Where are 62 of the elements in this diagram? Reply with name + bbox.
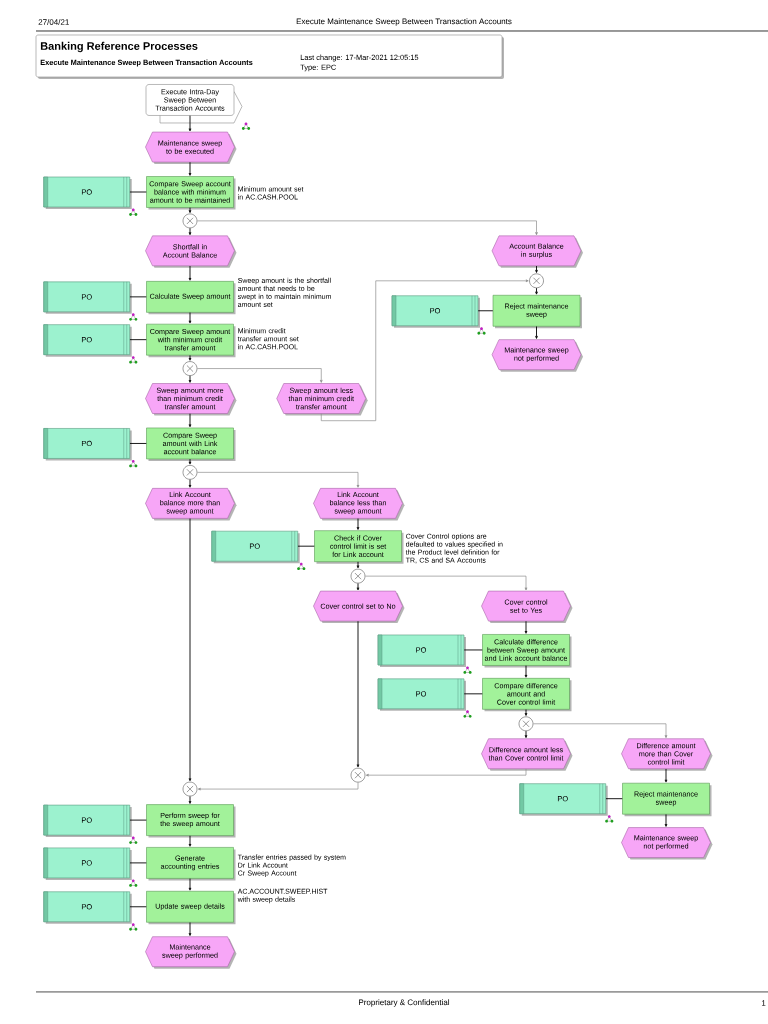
arrow: [197, 368, 323, 383]
xor-connector: [350, 568, 366, 584]
xor-connector: [182, 213, 198, 229]
connector-line: [129, 339, 147, 341]
arrow: [188, 458, 192, 465]
arrow: [188, 354, 192, 361]
arrow: [535, 287, 538, 295]
arrow: [365, 768, 527, 777]
xor-connector: [350, 767, 366, 783]
arrow: [356, 518, 360, 530]
arrow: [664, 813, 668, 827]
arrow: [188, 227, 192, 236]
arrow: [188, 413, 192, 428]
arrow: [188, 161, 192, 176]
arrow: [356, 620, 360, 768]
footer-text: Proprietary & Confidential: [359, 999, 450, 1007]
arrow: [533, 723, 668, 738]
title-text: Banking Reference Processes: [40, 41, 198, 53]
arrow: [664, 768, 668, 783]
arrow: [524, 665, 528, 678]
arrow: [197, 472, 360, 488]
arrow: [365, 575, 528, 591]
arrow: [535, 265, 538, 273]
connector-line: [297, 545, 315, 547]
arrow: [188, 795, 192, 804]
arrow: [356, 561, 360, 569]
page-heading: Execute Maintenance Sweep Between Transaction Accounts: [296, 18, 512, 26]
connector-line: [129, 862, 147, 864]
connector-line: [129, 819, 147, 821]
arrow: [188, 878, 192, 891]
arrow: [524, 620, 528, 634]
connector-line: [463, 649, 483, 651]
xor-connector: [182, 465, 198, 480]
arrow: [188, 835, 192, 847]
arrow: [188, 922, 192, 936]
connector-line: [129, 443, 147, 444]
arrow: [197, 782, 359, 791]
arrow: [188, 265, 192, 281]
xor-connector: [182, 361, 198, 376]
arrow: [524, 709, 528, 716]
arrow: [197, 220, 538, 236]
xor-connector: [518, 716, 534, 732]
arrow: [188, 375, 192, 383]
date-text: 27/04/21: [38, 19, 69, 25]
arrow: [188, 518, 192, 782]
xor-connector: [529, 273, 544, 289]
page-number: 1: [761, 1000, 766, 1006]
arrow: [188, 115, 192, 132]
arrow: [356, 583, 360, 591]
connector-line: [129, 191, 147, 193]
connector-line: [605, 798, 623, 800]
arrow: [188, 479, 192, 488]
connector-line: [463, 693, 483, 695]
arrow: [535, 326, 538, 339]
arrow: [320, 279, 529, 422]
arrow: [188, 207, 192, 213]
connector-line: [129, 296, 147, 298]
xor-connector: [182, 781, 198, 797]
arrow: [188, 312, 192, 324]
arrow: [524, 730, 528, 738]
connector-line: [129, 906, 147, 908]
connector-line: [477, 310, 494, 312]
